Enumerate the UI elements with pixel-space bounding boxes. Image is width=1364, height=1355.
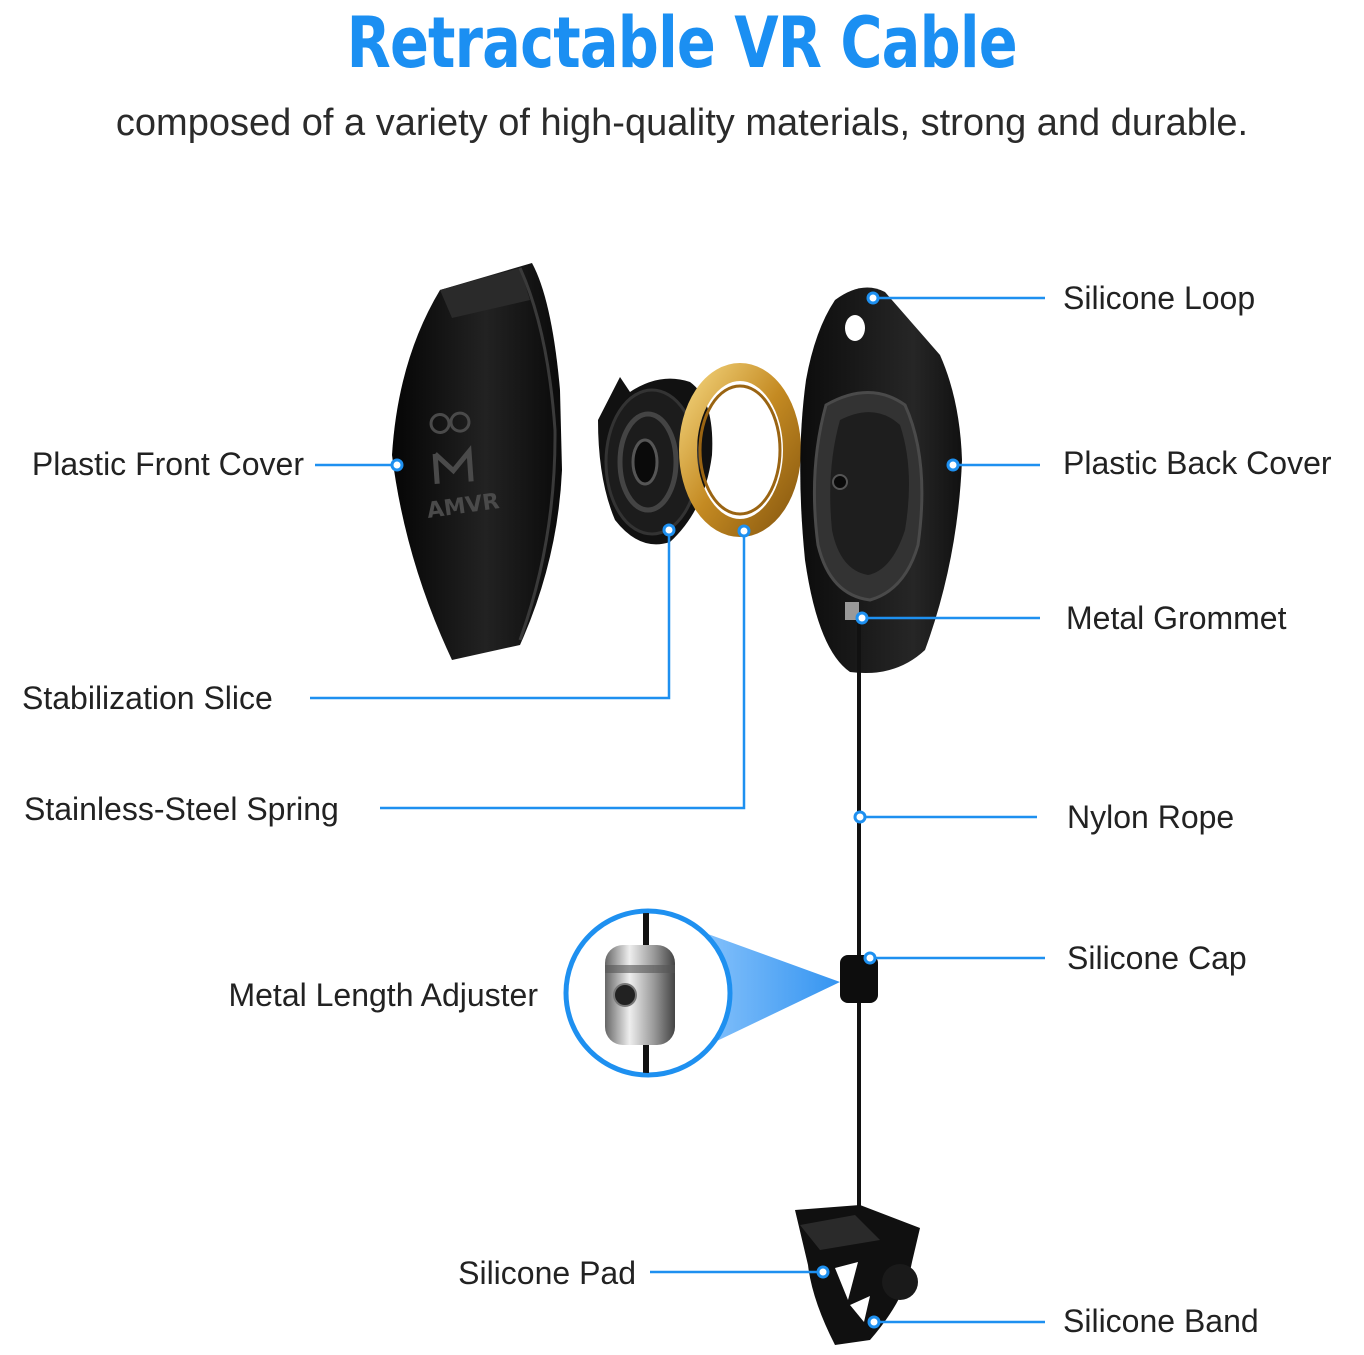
page-subtitle: composed of a variety of high-quality ma… bbox=[115, 102, 1249, 144]
leader-lines bbox=[310, 296, 1045, 1324]
label-plastic-front-cover: Plastic Front Cover bbox=[31, 446, 304, 482]
plastic-back-cover bbox=[800, 287, 962, 674]
page-title-text: Retractable VR Cable bbox=[346, 2, 1018, 84]
label-stabilization-slice: Stabilization Slice bbox=[22, 680, 273, 716]
label-metal-length-adjuster: Metal Length Adjuster bbox=[228, 977, 538, 1013]
label-stainless-steel-spring: Stainless-Steel Spring bbox=[24, 791, 339, 827]
label-silicone-band: Silicone Band bbox=[1063, 1303, 1259, 1339]
silicone-cap bbox=[840, 955, 878, 1003]
label-silicone-pad: Silicone Pad bbox=[458, 1255, 636, 1291]
silicone-clip bbox=[795, 1205, 920, 1345]
leader-dots bbox=[390, 291, 960, 1329]
label-silicone-loop: Silicone Loop bbox=[1063, 280, 1256, 316]
page-title: Retractable VR Cable bbox=[0, 0, 1364, 86]
label-plastic-back-cover: Plastic Back Cover bbox=[1063, 445, 1332, 481]
amvr-logo-icon bbox=[429, 411, 474, 485]
label-nylon-rope: Nylon Rope bbox=[1067, 799, 1235, 835]
label-metal-grommet: Metal Grommet bbox=[1066, 600, 1287, 636]
plastic-front-cover: AMVR bbox=[392, 263, 562, 660]
metal-length-adjuster bbox=[563, 908, 733, 1078]
label-silicone-cap: Silicone Cap bbox=[1067, 940, 1247, 976]
